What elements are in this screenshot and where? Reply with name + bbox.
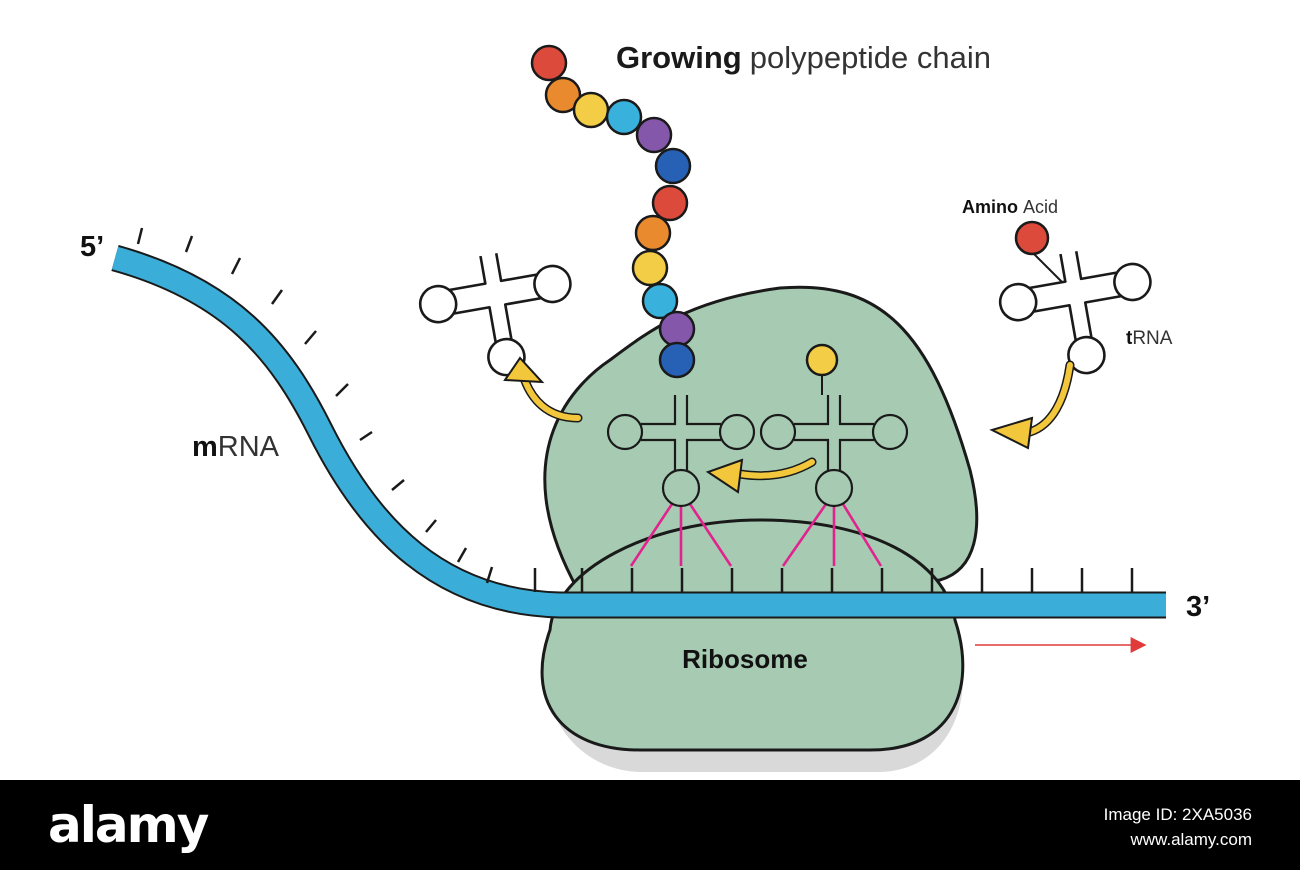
codon-pairing-line [629,503,674,567]
alamy-logo: alamy [48,796,209,854]
mrna-tick [136,227,144,245]
ribosome-small-subunit [540,518,965,752]
amino-acid-bead [635,116,673,154]
mrna-nucleotide-ticks [136,227,1134,592]
amino-acid-bead [530,44,568,82]
ribosome-label: Ribosome [682,644,808,674]
amino-acid-bead [651,184,689,222]
amino-acid-bead [641,282,679,320]
a-site-amino-acid [805,343,839,377]
mrna-tick [391,479,405,491]
amino-acid-bead [658,341,696,379]
mrna-label: mRNA [192,431,280,463]
mrna-tick [335,383,349,397]
watermark-bar: alamy Image ID: 2XA5036 www.alamy.com [0,780,1300,870]
amino-acid-bead [572,91,610,129]
amino-acid-bead [658,310,696,348]
polypeptide-chain [530,44,696,379]
trna-p-site [606,395,756,508]
mrna-strand-fill [111,246,1166,617]
codon-pairing-line [688,503,733,567]
amino-acid-bead [631,249,669,287]
exit-arrow [503,356,583,423]
image-id: Image ID: 2XA5036 [1103,805,1252,824]
codon-pairing-line [841,503,883,567]
entry-arrow [989,360,1075,450]
five-prime-label: 5’ [80,231,104,263]
mrna-tick [425,519,437,533]
incoming-amino-acid [1014,220,1050,256]
mrna-tick [359,430,373,442]
watermark-meta: Image ID: 2XA5036 www.alamy.com [1104,802,1252,852]
mrna-tick [184,235,194,253]
mrna-tick [456,547,468,563]
amino-acid-bead [634,214,672,252]
released-trna [418,253,572,377]
translocation-arrow [705,457,817,494]
site-url: www.alamy.com [1130,830,1252,849]
amino-acid-bead [654,147,692,185]
codon-pairing-line [781,503,828,567]
mrna-tick [230,257,242,275]
trna-a-site [759,395,909,508]
mrna-tick [270,289,284,305]
incoming-trna [998,251,1152,375]
trna-label: tRNA [1126,328,1173,349]
mrna-tick [485,566,494,584]
amino-acid-bead [544,76,582,114]
amino-acid-bead [605,98,643,136]
codon-anticodon-pairing [629,503,883,567]
mrna-tick [304,330,317,345]
ribosome-large-subunit [543,285,979,592]
three-prime-label: 3’ [1186,591,1210,623]
